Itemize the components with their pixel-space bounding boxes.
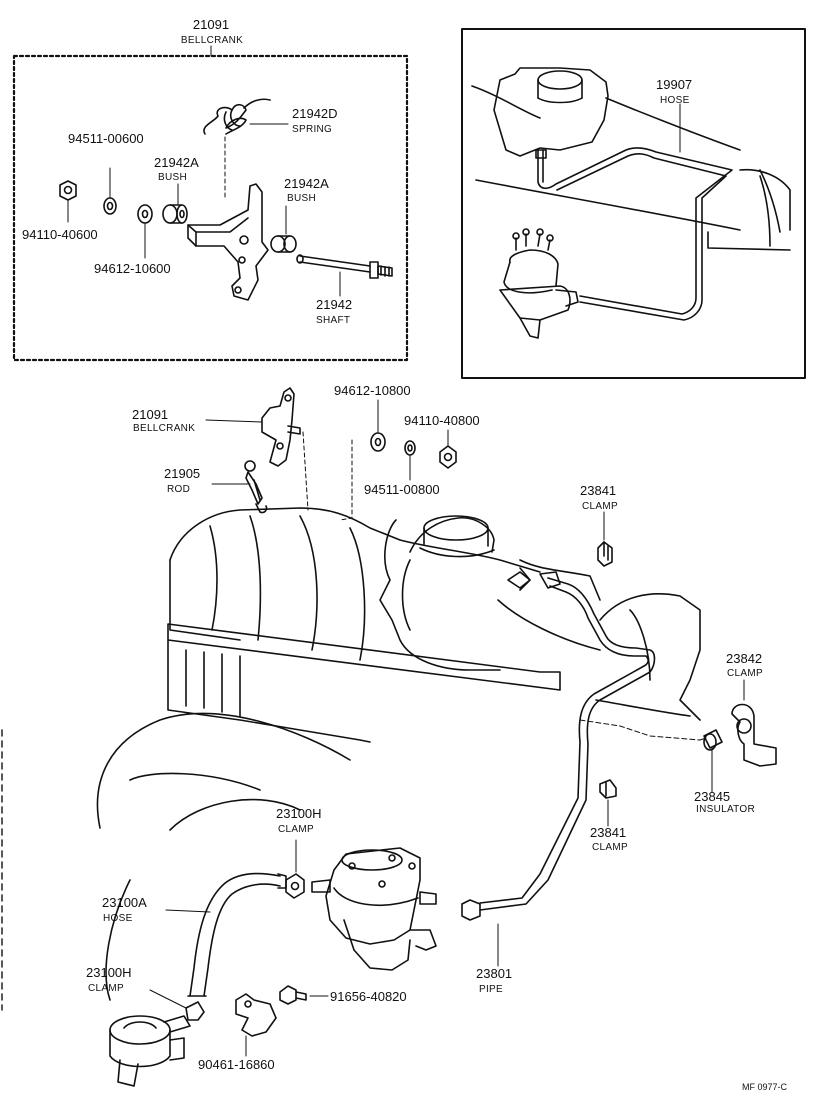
clamp-23100h-top (285, 839, 305, 899)
nut-94110-40800 (439, 429, 457, 469)
part-number-shaft: 21942 (316, 297, 353, 312)
clamp-23100h-bottom (149, 989, 205, 1021)
hose-detail-box (461, 28, 806, 379)
hose-19907-line (535, 103, 733, 321)
part-name-bellcrank-mid: BELLCRANK (133, 423, 196, 434)
bush-21942a-right (270, 205, 297, 253)
spring-21942d (203, 98, 289, 201)
part-number-clamp-23100h-top: 23100H (276, 806, 322, 821)
clamp-23842 (731, 679, 777, 767)
bellcrank-21091-mid (205, 387, 309, 511)
part-number-washer-94612-10600: 94612-10600 (94, 261, 171, 276)
part-number-clip-90461-16860: 90461-16860 (198, 1057, 275, 1072)
intake-manifold (96, 507, 561, 1001)
part-name-pipe: PIPE (479, 984, 503, 995)
pipe-23801 (461, 571, 656, 967)
part-number-hose-23100a: 23100A (102, 895, 147, 910)
part-name-clamp-23100h-top: CLAMP (278, 824, 314, 835)
part-name-rod: ROD (167, 484, 191, 495)
carburetor (379, 515, 601, 671)
part-name-spring: SPRING (292, 124, 333, 135)
part-number-clamp-23100h-bottom: 23100H (86, 965, 132, 980)
part-number-nut-94110-40800: 94110-40800 (404, 413, 480, 428)
part-number-bolt-91656-40820: 91656-40820 (330, 989, 407, 1004)
vacuum-valve (109, 1015, 191, 1087)
bolt-91656-40820 (279, 985, 329, 1005)
part-number-bellcrank-top: 21091 (192, 17, 230, 32)
clamp-23841-top (597, 511, 613, 567)
part-number-washer-94511-00800: 94511-00800 (364, 482, 440, 497)
part-name-clamp-23841-top: CLAMP (582, 501, 618, 512)
part-number-hose-19907: 19907 (656, 77, 693, 92)
bellcrank-assembly-box (12, 54, 409, 362)
washer-94511-00800 (404, 440, 416, 481)
vacuum-unit (311, 847, 437, 971)
clip-90461-16860 (235, 993, 277, 1057)
part-name-bush-a2: BUSH (287, 193, 316, 204)
nut-94110-40600 (59, 180, 77, 223)
part-number-bellcrank-mid: 21091 (132, 407, 169, 422)
part-name-hose-19907: HOSE (660, 95, 690, 106)
distributor (499, 228, 579, 339)
hose-23100a (165, 872, 287, 997)
part-number-rod: 21905 (164, 466, 201, 481)
part-number-washer-94612-10800: 94612-10800 (334, 383, 411, 398)
part-number-washer-94511-00600: 94511-00600 (68, 131, 144, 146)
insulator-23845 (703, 729, 723, 793)
part-number-insulator: 23845 (694, 789, 731, 804)
clamp-23841-bottom (599, 779, 617, 827)
shaft-21942 (296, 254, 393, 297)
part-name-bush-a1: BUSH (158, 172, 187, 183)
part-name-shaft: SHAFT (316, 315, 351, 326)
part-name-clamp-23100h-bottom: CLAMP (88, 983, 124, 994)
part-number-clamp-23842: 23842 (726, 651, 763, 666)
part-number-bush-a1: 21942A (154, 155, 199, 170)
part-number-nut-94110-40600: 94110-40600 (22, 227, 98, 242)
part-name-clamp-23841-bottom: CLAMP (592, 842, 628, 853)
bellcrank-bracket (187, 183, 269, 301)
illustration-reference: MF 0977-C (742, 1082, 788, 1092)
washer-94612-10800 (339, 399, 386, 521)
part-name-hose-23100a: HOSE (103, 913, 133, 924)
rod-21905 (211, 460, 268, 514)
washer-94612-10600 (137, 204, 153, 259)
part-number-clamp-23841-top: 23841 (580, 483, 617, 498)
hose-detail-engine (471, 67, 791, 251)
part-name-insulator: INSULATOR (696, 804, 756, 815)
part-number-clamp-23841-bottom: 23841 (590, 825, 627, 840)
part-number-spring: 21942D (292, 106, 338, 121)
part-number-bush-a2: 21942A (284, 176, 329, 191)
part-name-clamp-23842: CLAMP (727, 668, 763, 679)
washer-94511-00600 (103, 167, 117, 215)
part-name-bellcrank-top: BELLCRANK (180, 35, 244, 46)
bush-21942a-left (162, 183, 188, 224)
part-number-pipe: 23801 (476, 966, 513, 981)
